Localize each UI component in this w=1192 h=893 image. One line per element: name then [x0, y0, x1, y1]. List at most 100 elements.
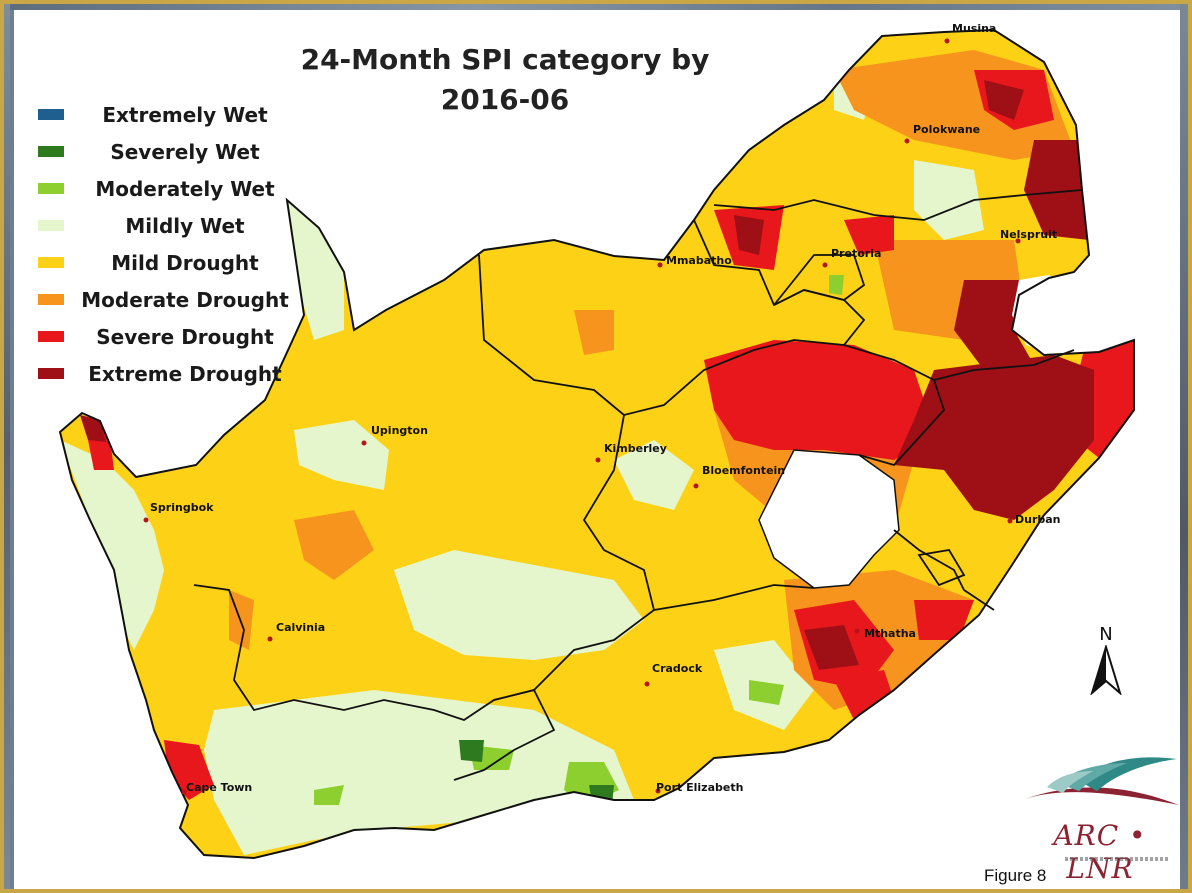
- city-dot-musina: [944, 38, 950, 44]
- title-line-1: 24-Month SPI category by: [300, 43, 710, 76]
- legend-swatch: [38, 368, 64, 379]
- legend-item-extreme-drought: Extreme Drought: [38, 355, 290, 392]
- city-label-port-elizabeth: Port Elizabeth: [656, 781, 744, 794]
- city-dot-mmabatho: [657, 262, 663, 268]
- legend-label: Mildly Wet: [125, 213, 245, 238]
- zone-severely-wet-karoo: [459, 740, 484, 762]
- legend-swatch: [38, 183, 64, 194]
- city-dot-bloemfontein: [693, 483, 699, 489]
- north-letter: N: [1099, 624, 1113, 645]
- south-africa-map: [58, 28, 1135, 860]
- legend-item-moderate-drought: Moderate Drought: [38, 281, 290, 318]
- figure-caption: Figure 8: [984, 866, 1047, 885]
- north-arrow-icon: [1090, 643, 1122, 696]
- city-label-mthatha: Mthatha: [864, 627, 916, 640]
- city-label-durban: Durban: [1015, 513, 1061, 526]
- zone-extreme-north-west: [734, 215, 764, 255]
- frame-left: [0, 0, 10, 893]
- frame-top: [0, 0, 1192, 10]
- legend-swatch: [38, 331, 64, 342]
- boundary-western-cape: [193, 584, 556, 781]
- city-dot-port-elizabeth: [655, 788, 661, 794]
- zone-extreme-limpopo-north: [984, 80, 1024, 120]
- zone-extreme-limpopo-east: [1024, 140, 1089, 240]
- legend-swatch: [38, 220, 64, 231]
- zone-mildly-wet-karoo: [394, 550, 644, 660]
- lesotho-outline: [758, 449, 900, 589]
- legend-label: Extreme Drought: [88, 361, 282, 386]
- city-label-calvinia: Calvinia: [276, 621, 326, 634]
- legend-label: Moderately Wet: [95, 176, 275, 201]
- city-label-cradock: Cradock: [652, 662, 703, 675]
- legend-swatch: [38, 257, 64, 268]
- legend-label: Severely Wet: [110, 139, 260, 164]
- boundary-limpopo: [713, 189, 1083, 221]
- city-label-springbok: Springbok: [150, 501, 214, 514]
- city-label-polokwane: Polokwane: [913, 123, 981, 136]
- legend-item-mild-drought: Mild Drought: [38, 244, 290, 281]
- zone-severe-free-state: [704, 340, 934, 460]
- legend-label: Extremely Wet: [102, 102, 268, 127]
- zone-mildly-wet-central: [294, 420, 389, 490]
- legend-item-severe-drought: Severe Drought: [38, 318, 290, 355]
- zone-mildly-wet-west-coast: [60, 440, 164, 650]
- city-dot-upington: [361, 440, 367, 446]
- city-dot-cradock: [644, 681, 650, 687]
- boundary-eastern-cape: [893, 529, 995, 611]
- map-panel: 24-Month SPI category by 2016-06 Extreme…: [14, 10, 1180, 893]
- city-label-upington: Upington: [371, 424, 428, 437]
- city-dot-nelspruit: [1015, 238, 1021, 244]
- city-label-musina: Musina: [952, 22, 997, 35]
- city-label-pretoria: Pretoria: [831, 247, 882, 260]
- city-dot-kimberley: [595, 457, 601, 463]
- legend-swatch: [38, 109, 64, 120]
- zone-extreme-eastern-cape: [804, 625, 859, 670]
- city-dot-polokwane: [904, 138, 910, 144]
- city-label-cape-town: Cape Town: [186, 781, 253, 794]
- city-label-mmabatho: Mmabatho: [666, 254, 732, 267]
- legend-item-severely-wet: Severely Wet: [38, 133, 290, 170]
- city-dot-durban: [1007, 518, 1013, 524]
- zone-mildly-wet-free-state: [614, 440, 694, 510]
- city-label-nelspruit: Nelspruit: [1000, 228, 1058, 241]
- arc-lnr-logo: ARC • LNR: [1017, 755, 1187, 885]
- zone-moderately-wet-east: [749, 680, 784, 705]
- country-outline: [58, 28, 1135, 860]
- zone-moderately-wet-gauteng: [829, 275, 844, 295]
- logo-swoosh-icon: [1025, 757, 1179, 805]
- legend-item-moderately-wet: Moderately Wet: [38, 170, 290, 207]
- legend-swatch: [38, 294, 64, 305]
- legend-item-extremely-wet: Extremely Wet: [38, 96, 290, 133]
- zone-moderate-west: [294, 510, 374, 580]
- boundary-free-state-south: [653, 584, 815, 611]
- zone-mildly-wet-kzn: [1054, 272, 1092, 350]
- title-line-2: 2016-06: [440, 83, 570, 116]
- city-label-kimberley: Kimberley: [604, 442, 667, 455]
- city-label-bloemfontein: Bloemfontein: [702, 464, 786, 477]
- north-arrow: N: [1086, 624, 1126, 699]
- zone-moderate-north-west: [574, 310, 614, 355]
- lesotho: [759, 450, 899, 588]
- legend-label: Severe Drought: [96, 324, 274, 349]
- zone-mildly-wet-mpumalanga: [914, 160, 984, 240]
- boundary-kzn: [933, 349, 1075, 381]
- zone-mildly-wet-north-cape: [287, 200, 344, 340]
- zone-moderately-wet-coast: [314, 785, 344, 805]
- city-dot-mthatha: [854, 628, 860, 634]
- boundary-north-west: [623, 219, 866, 416]
- legend: Extremely Wet Severely Wet Moderately We…: [38, 96, 290, 392]
- city-dot-pretoria: [822, 262, 828, 268]
- boundary-free-state-east: [843, 344, 946, 467]
- legend-label: Moderate Drought: [81, 287, 289, 312]
- zone-extreme-mpumalanga: [954, 280, 1034, 370]
- legend-item-mildly-wet: Mildly Wet: [38, 207, 290, 244]
- city-dot-calvinia: [267, 636, 273, 642]
- logo-subtitle-line: [1065, 857, 1169, 861]
- zone-extreme-kzn: [894, 355, 1094, 520]
- boundary-northern-cape-east: [478, 254, 656, 701]
- city-dot-springbok: [143, 517, 149, 523]
- zone-severe-transkei: [914, 600, 974, 640]
- legend-label: Mild Drought: [111, 250, 259, 275]
- boundary-swaziland-kzn: [917, 549, 966, 587]
- map-title: 24-Month SPI category by 2016-06: [270, 40, 740, 120]
